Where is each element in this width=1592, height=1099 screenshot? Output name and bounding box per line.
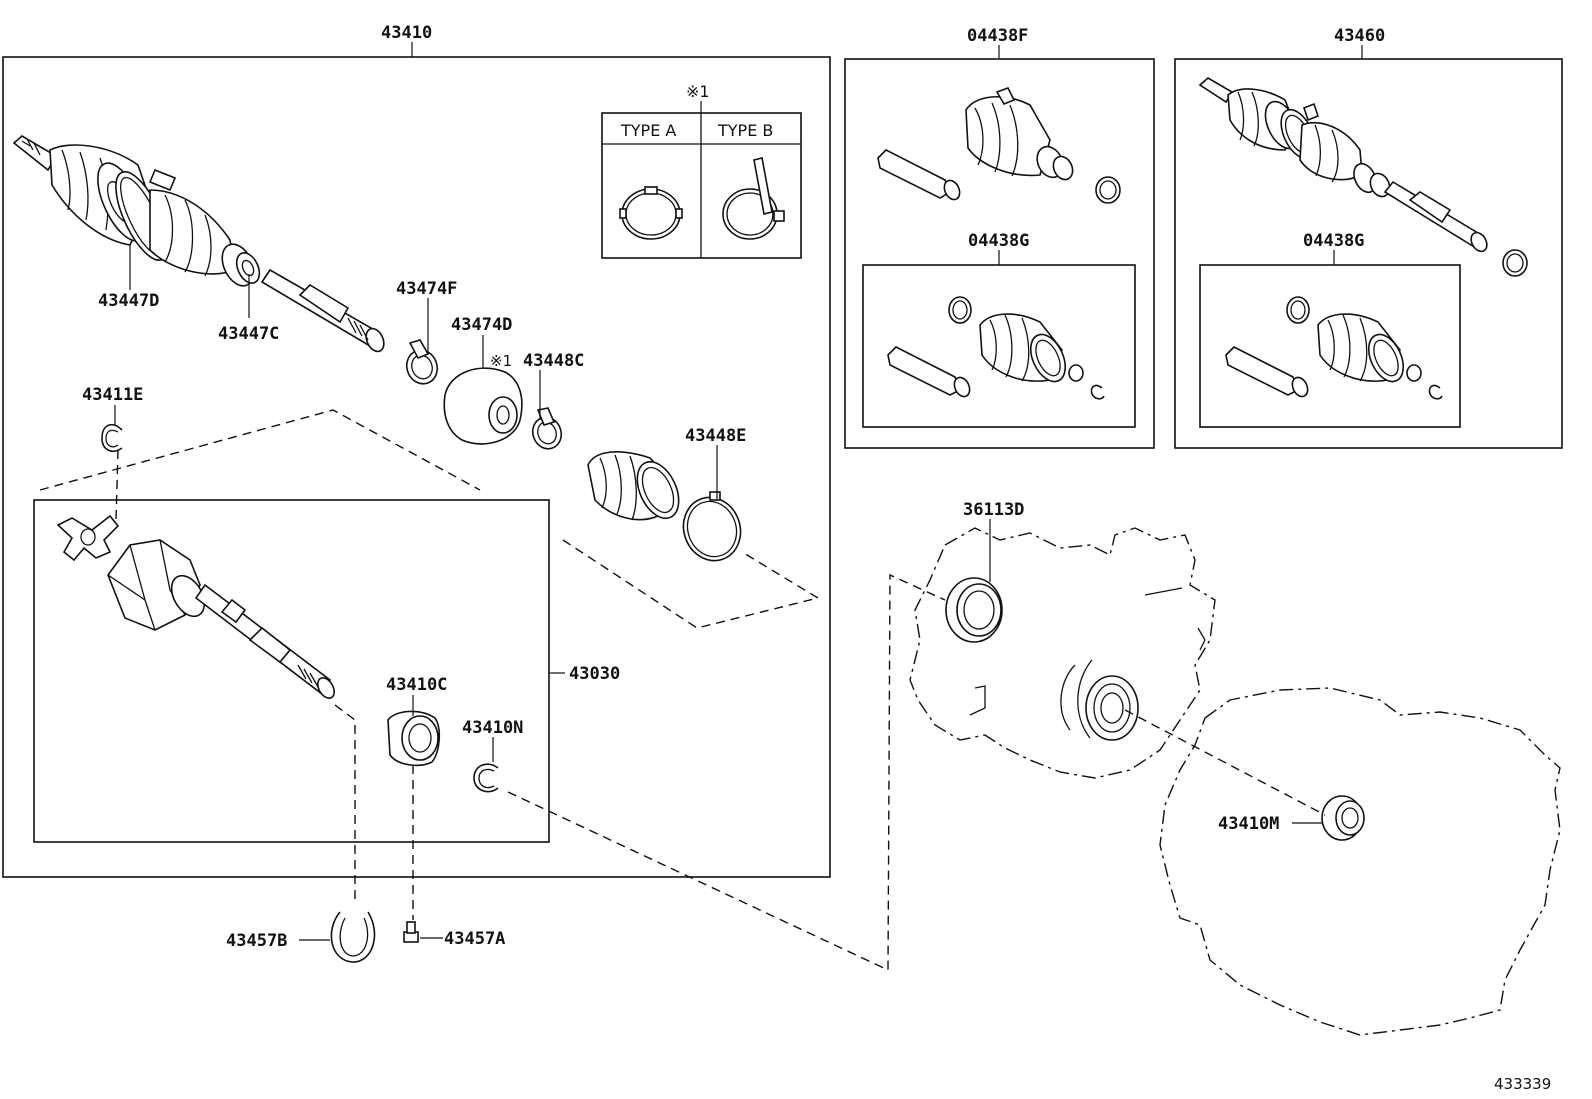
- bearing-43410m-icon: [1321, 795, 1365, 841]
- alignment-line-clip: [334, 704, 356, 905]
- inner-boot-icon: [587, 451, 680, 521]
- label-43448e: 43448E: [685, 426, 746, 446]
- label-43410: 43410: [381, 23, 432, 43]
- alignment-line-snap-ring: [115, 449, 119, 521]
- boot-kit-right-icon: [1225, 296, 1443, 400]
- type-legend-marker: ※1: [686, 82, 710, 101]
- main-assembly-frame: [2, 56, 831, 878]
- snap-ring-43410n-icon: [473, 763, 499, 793]
- dynamic-damper-43474d-icon: [443, 367, 523, 445]
- label-43410c: 43410C: [386, 675, 447, 695]
- shaft-assembly-right-frame: [1174, 58, 1563, 449]
- type-legend: ※1 TYPE A TYPE B: [601, 82, 802, 259]
- label-43411e: 43411E: [82, 385, 143, 405]
- alignment-line-boot: [562, 539, 820, 629]
- clamp-43474f-icon: [405, 339, 439, 385]
- oil-seal-36113d-icon: [945, 577, 1003, 643]
- alignment-line-main: [39, 409, 481, 491]
- label-43447c: 43447C: [218, 324, 279, 344]
- boot-kit-left-icon: [887, 296, 1105, 400]
- leader-lines: [114, 42, 1363, 941]
- label-43457a: 43457A: [444, 929, 505, 949]
- label-43448c-marker: ※1: [490, 352, 512, 370]
- label-04438f: 04438F: [967, 26, 1028, 46]
- label-43474d: 43474D: [451, 315, 512, 335]
- drive-shaft-assembly-icon: [12, 135, 385, 353]
- shaft-assembly-right-icon: [1198, 77, 1528, 277]
- label-04438g-left: 04438G: [968, 231, 1029, 251]
- inner-joint-frame: [33, 499, 550, 843]
- figure-number: 433339: [1494, 1075, 1551, 1093]
- inner-joint-icon: [56, 514, 335, 699]
- type-a-label: TYPE A: [620, 121, 676, 140]
- label-43448c: 43448C: [523, 351, 584, 371]
- label-43030: 43030: [569, 664, 620, 684]
- bearing-43410c-icon: [387, 710, 441, 767]
- snap-ring-43411e-icon: [101, 423, 123, 452]
- bolt-43457a-icon: [403, 921, 419, 943]
- type-a-clamp-icon: [619, 186, 683, 240]
- label-36113d: 36113D: [963, 500, 1024, 520]
- alignment-line-bearing: [1124, 709, 1326, 816]
- transmission-case-icon: [1159, 687, 1561, 1036]
- label-43474f: 43474F: [396, 279, 457, 299]
- transaxle-case-icon: [909, 527, 1216, 779]
- clamp-43448e-icon: [682, 491, 742, 562]
- label-04438g-right: 04438G: [1303, 231, 1364, 251]
- boot-kit-top-icon: [877, 87, 1121, 204]
- clamp-43448c-icon: [531, 407, 563, 450]
- label-43447d: 43447D: [98, 291, 159, 311]
- type-b-clamp-icon: [722, 157, 785, 240]
- label-43410n: 43410N: [462, 718, 523, 738]
- clip-43457b-icon: [330, 911, 376, 963]
- label-43457b: 43457B: [226, 931, 287, 951]
- type-b-label: TYPE B: [717, 121, 773, 140]
- label-43410m: 43410M: [1218, 814, 1279, 834]
- label-43460: 43460: [1334, 26, 1385, 46]
- boot-kit-right-frame: [1199, 264, 1461, 428]
- alignment-line-case: [507, 573, 946, 972]
